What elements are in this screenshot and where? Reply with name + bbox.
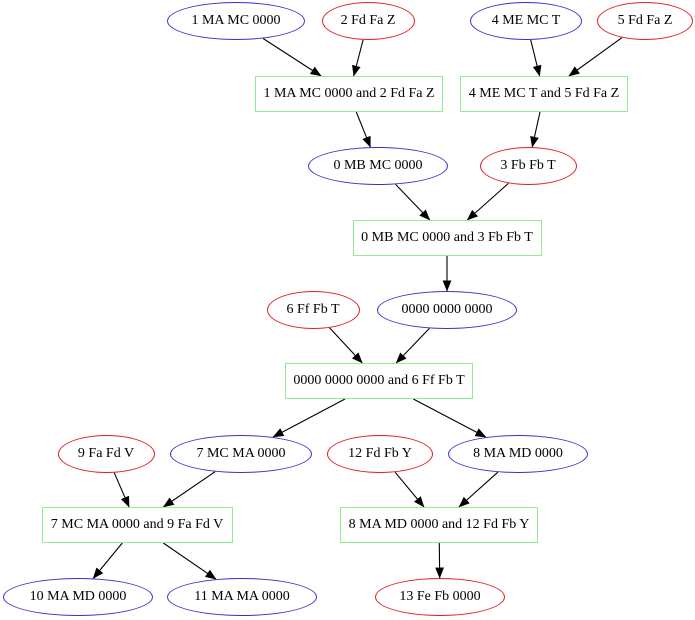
node-label: 6 Ff Fb T: [286, 302, 340, 317]
node-and79-box: 7 MC MA 0000 and 9 Fa Fd V: [41, 507, 233, 543]
node-label: 11 MA MA 0000: [194, 589, 290, 604]
node-1-ellipse: 1 MA MC 0000: [167, 2, 305, 40]
node-12-ellipse: 12 Fd Fb Y: [327, 435, 433, 473]
edge-0000-to-and06: [395, 328, 430, 364]
node-and812-box: 8 MA MD 0000 and 12 Fd Fb Y: [340, 507, 538, 543]
edge-3-to-and03: [466, 182, 509, 221]
node-10-ellipse: 10 MA MD 0000: [3, 578, 153, 616]
edge-group: [92, 37, 623, 580]
node-label: 8 MA MD 0000 and 12 Fd Fb Y: [348, 517, 530, 532]
edge-1-to-and12: [262, 38, 322, 77]
edge-0-to-and03: [395, 184, 431, 221]
node-label: 4 ME MC T and 5 Fd Fa Z: [468, 86, 620, 101]
edge-2-to-and12: [352, 39, 364, 77]
edge-and79-to-10: [92, 542, 123, 579]
node-label: 8 MA MD 0000: [473, 446, 563, 461]
node-6-ellipse: 6 Ff Fb T: [266, 291, 360, 329]
node-label: 3 Fb Fb T: [500, 158, 556, 173]
edge-and79-to-11: [162, 542, 217, 580]
node-and12-box: 1 MA MC 0000 and 2 Fd Fa Z: [255, 76, 443, 112]
edge-and06-to-8: [413, 398, 487, 438]
node-label: 7 MC MA 0000: [196, 446, 286, 461]
edge-4-to-and45: [530, 39, 542, 77]
node-2-ellipse: 2 Fd Fa Z: [321, 2, 415, 40]
node-label: 0 MB MC 0000 and 3 Fb Fb T: [361, 230, 533, 245]
node-0000-ellipse: 0000 0000 0000: [377, 291, 517, 329]
node-label: 0000 0000 0000 and 6 Ff Fb T: [293, 373, 465, 388]
edge-and12-to-0: [355, 111, 371, 148]
node-label: 5 Fd Fa Z: [617, 13, 673, 28]
node-5-ellipse: 5 Fd Fa Z: [597, 2, 693, 40]
edge-9-to-and79: [113, 472, 130, 508]
edge-and45-to-3: [530, 111, 541, 148]
node-9-ellipse: 9 Fa Fd V: [57, 435, 155, 473]
node-and45-box: 4 ME MC T and 5 Fd Fa Z: [460, 76, 628, 112]
node-4-ellipse: 4 ME MC T: [470, 2, 582, 40]
edge-6-to-and06: [329, 327, 363, 364]
node-label: 2 Fd Fa Z: [340, 13, 396, 28]
node-label: 10 MA MD 0000: [29, 589, 127, 604]
edge-12-to-and812: [394, 471, 425, 508]
node-label: 7 MC MA 0000 and 9 Fa Fd V: [50, 517, 224, 532]
node-0-ellipse: 0 MB MC 0000: [308, 147, 448, 185]
edge-7-to-and79: [162, 471, 216, 508]
node-3-ellipse: 3 Fb Fb T: [479, 147, 577, 185]
node-label: 12 Fd Fb Y: [348, 446, 412, 461]
node-8-ellipse: 8 MA MD 0000: [448, 435, 588, 473]
node-label: 0 MB MC 0000: [333, 158, 423, 173]
edge-and06-to-7: [272, 398, 346, 438]
node-and03-box: 0 MB MC 0000 and 3 Fb Fb T: [352, 220, 542, 256]
node-13-ellipse: 13 Fe Fb 0000: [375, 578, 505, 616]
node-label: 4 ME MC T: [491, 13, 561, 28]
node-label: 1 MA MC 0000 and 2 Fd Fa Z: [263, 86, 435, 101]
edge-8-to-and812: [458, 471, 499, 508]
node-label: 1 MA MC 0000: [191, 13, 281, 28]
node-7-ellipse: 7 MC MA 0000: [170, 435, 312, 473]
node-label: 9 Fa Fd V: [77, 446, 135, 461]
node-label: 13 Fe Fb 0000: [399, 589, 481, 604]
edge-5-to-and45: [568, 37, 623, 77]
node-and06-box: 0000 0000 0000 and 6 Ff Fb T: [285, 363, 473, 399]
node-11-ellipse: 11 MA MA 0000: [167, 578, 317, 616]
node-label: 0000 0000 0000: [401, 302, 493, 317]
